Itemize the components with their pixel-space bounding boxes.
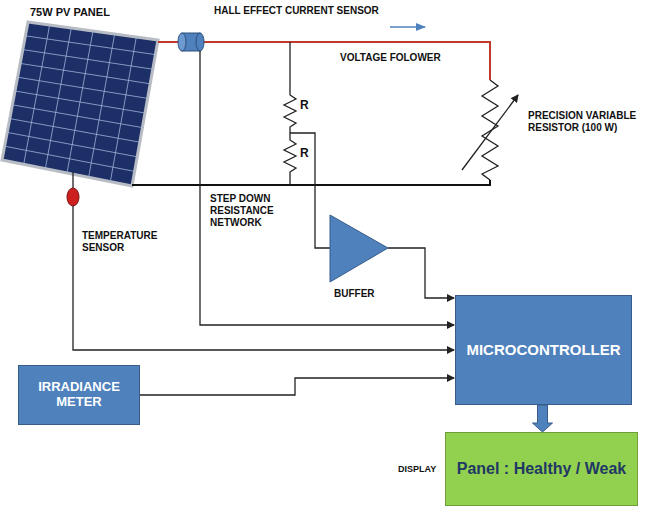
network-label: STEP DOWN RESISTANCE NETWORK (210, 193, 310, 229)
panel-cell-grid (5, 25, 156, 182)
display-label: DISPLAY (398, 464, 436, 475)
buffer-symbol (330, 215, 388, 282)
variable-resistor-symbol (462, 80, 518, 180)
positive-wire (158, 42, 490, 80)
temperature-signal-wire (73, 206, 454, 350)
hall-effect-sensor (178, 33, 204, 51)
current-arrow (390, 26, 425, 28)
resistor-label: R (300, 98, 309, 112)
cell-line (18, 77, 148, 98)
buffer-label: BUFFER (334, 288, 375, 300)
cell-line (25, 36, 155, 55)
cell-line (23, 50, 153, 70)
resistor-label: R (300, 146, 309, 160)
microcontroller-box: MICROCONTROLLER (455, 295, 632, 405)
cell-line (12, 105, 142, 128)
node-text: IRRADIANCE METER (25, 380, 133, 410)
buffer-output-wire (388, 248, 454, 298)
temperature-sensor (67, 188, 79, 206)
negative-wire (132, 180, 490, 185)
cell-line (15, 91, 145, 113)
signal-wire (140, 378, 454, 395)
current-signal-wire (200, 51, 454, 325)
node-text: MICROCONTROLLER (466, 341, 620, 358)
sensor-lead (72, 172, 73, 188)
node-text: Panel : Healthy / Weak (457, 460, 627, 478)
cell-line (10, 119, 140, 143)
panel-label: 75W PV PANEL (30, 6, 110, 19)
resistor-symbol (284, 42, 296, 185)
irradiance-meter-box: IRRADIANCE METER (18, 365, 140, 425)
block-arrow (533, 405, 553, 432)
arrow-shape (533, 405, 553, 432)
resistor-label: PRECISION VARIABLE RESISTOR (100 W) (528, 110, 648, 134)
display-box: Panel : Healthy / Weak (445, 432, 638, 506)
pv-panel (2, 22, 158, 186)
cell-line (5, 146, 135, 171)
cell-line (7, 132, 137, 156)
divider-tap-wire (290, 133, 330, 248)
sensor-label: TEMPERATURE SENSOR (82, 230, 192, 254)
circuit-label: VOLTAGE FOLOWER (340, 52, 441, 64)
sensor-label: HALL EFFECT CURRENT SENSOR (214, 5, 379, 17)
